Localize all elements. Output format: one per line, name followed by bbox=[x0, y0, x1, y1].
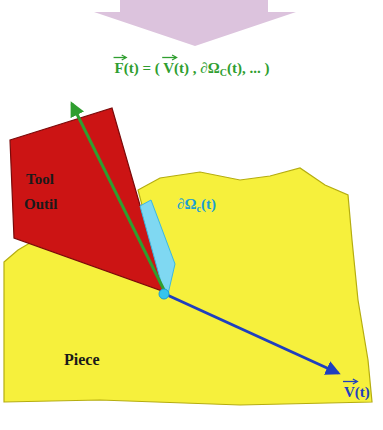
vector-mark bbox=[114, 57, 126, 58]
vector-mark-head bbox=[122, 55, 127, 60]
tool-shape: ToolOutil bbox=[6, 98, 176, 303]
vector-mark-head bbox=[353, 379, 358, 384]
formula-text: (t) bbox=[201, 196, 216, 212]
formula-text: F(t) = ( V(t) , ∂Ω bbox=[115, 60, 220, 76]
vector-mark-head bbox=[172, 55, 177, 60]
vector-mark bbox=[343, 381, 357, 382]
subscript: C bbox=[220, 67, 227, 78]
contact-zone-label: ∂Ωc(t) bbox=[177, 192, 216, 216]
force-formula: F(t) = ( V(t) , ∂ΩC(t), ... ) bbox=[115, 56, 270, 80]
formula-text: V(t) bbox=[344, 384, 370, 400]
big-down-arrow bbox=[94, 0, 296, 46]
velocity-arrow bbox=[165, 294, 338, 373]
tool-name: Tool bbox=[26, 170, 54, 188]
contact-point bbox=[159, 289, 169, 299]
tool-name-fr: Outil bbox=[24, 195, 57, 213]
contact-band bbox=[140, 200, 175, 294]
formula-text: ∂Ω bbox=[177, 196, 196, 212]
piece-name: Piece bbox=[64, 350, 100, 369]
subscript: c bbox=[196, 203, 200, 214]
vector-mark bbox=[162, 57, 176, 58]
velocity-label: V(t) bbox=[344, 380, 370, 404]
formula-text: (t), ... ) bbox=[227, 60, 269, 76]
shape-fill bbox=[4, 168, 372, 405]
force-arrow bbox=[72, 104, 165, 292]
